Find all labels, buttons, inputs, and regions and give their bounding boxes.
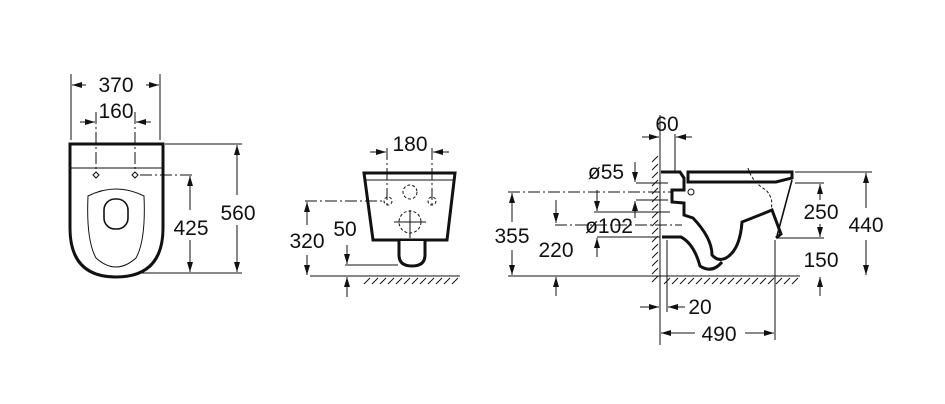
dim-220: 220 [538, 239, 573, 262]
dim-50: 50 [333, 218, 356, 241]
hatch-line [411, 277, 419, 285]
hatch-line [435, 277, 443, 285]
fixing-points [92, 171, 139, 179]
hatch-line [767, 277, 775, 285]
hatch-line [719, 277, 727, 285]
hinge-icon [687, 188, 695, 196]
flush-hole [103, 198, 129, 230]
toilet-body-side [661, 170, 783, 261]
hatch-line [363, 277, 371, 285]
trap-outline [662, 235, 724, 271]
hatch-line [727, 277, 735, 285]
hatch-line [395, 277, 403, 285]
dim-180: 180 [392, 133, 427, 156]
seat-outline [87, 188, 145, 268]
dim-560: 560 [220, 202, 255, 225]
hatch-line [687, 277, 695, 285]
hatch-line [651, 203, 659, 211]
hatch-line [695, 277, 703, 285]
hatch-line [651, 275, 659, 283]
rear-view: 180 320 50 [289, 133, 460, 297]
hatch-line [671, 277, 679, 285]
hatch-line [443, 277, 451, 285]
top-view: 370 160 425 560 [68, 74, 256, 279]
hatch-line [651, 195, 659, 203]
hatch-line [379, 277, 387, 285]
bowl-front [776, 179, 793, 237]
dim-250: 250 [803, 201, 838, 224]
hatch-line [651, 211, 659, 219]
side-view: 60 ø55 ø102 355 220 250 440 150 [494, 113, 883, 346]
hatch-line [427, 277, 435, 285]
outlet-spigot [397, 241, 427, 268]
dim-440: 440 [848, 214, 883, 237]
hatch-line [387, 277, 395, 285]
dim-370: 370 [98, 74, 133, 97]
dim-d102: ø102 [585, 215, 633, 238]
hatch-line [451, 277, 459, 285]
hatch-line [651, 267, 659, 275]
hatch-line [651, 243, 659, 251]
dim-490: 490 [701, 323, 736, 346]
hatch-line [703, 277, 711, 285]
hatch-line [679, 277, 687, 285]
dim-320: 320 [289, 230, 324, 253]
dim-60: 60 [655, 113, 678, 136]
hatch-line [371, 277, 379, 285]
dim-425: 425 [173, 217, 208, 240]
hatch-line [735, 277, 743, 285]
toilet-outline-top [68, 142, 165, 279]
hatch-line [651, 251, 659, 259]
hatch-line [651, 259, 659, 267]
wall-hatch [651, 155, 659, 283]
hatch-line [791, 277, 799, 285]
dim-20: 20 [688, 296, 711, 319]
floor-hatch-side [663, 277, 799, 285]
hatch-line [651, 187, 659, 195]
dim-150: 150 [803, 249, 838, 272]
hatch-line [751, 277, 759, 285]
hatch-line [419, 277, 427, 285]
hatch-line [403, 277, 411, 285]
hatch-line [775, 277, 783, 285]
hatch-line [651, 219, 659, 227]
hatch-line [651, 155, 659, 163]
hatch-line [711, 277, 719, 285]
hatch-line [651, 171, 659, 179]
hatch-line [651, 227, 659, 235]
seat-lid [686, 170, 794, 184]
hatch-line [783, 277, 791, 285]
dim-d55: ø55 [588, 161, 624, 184]
inlet-circle [402, 184, 418, 200]
floor-hatch [363, 277, 459, 285]
hatch-line [743, 277, 751, 285]
dim-355: 355 [494, 225, 529, 248]
dim-160: 160 [98, 100, 133, 123]
hatch-line [651, 163, 659, 171]
hatch-line [759, 277, 767, 285]
